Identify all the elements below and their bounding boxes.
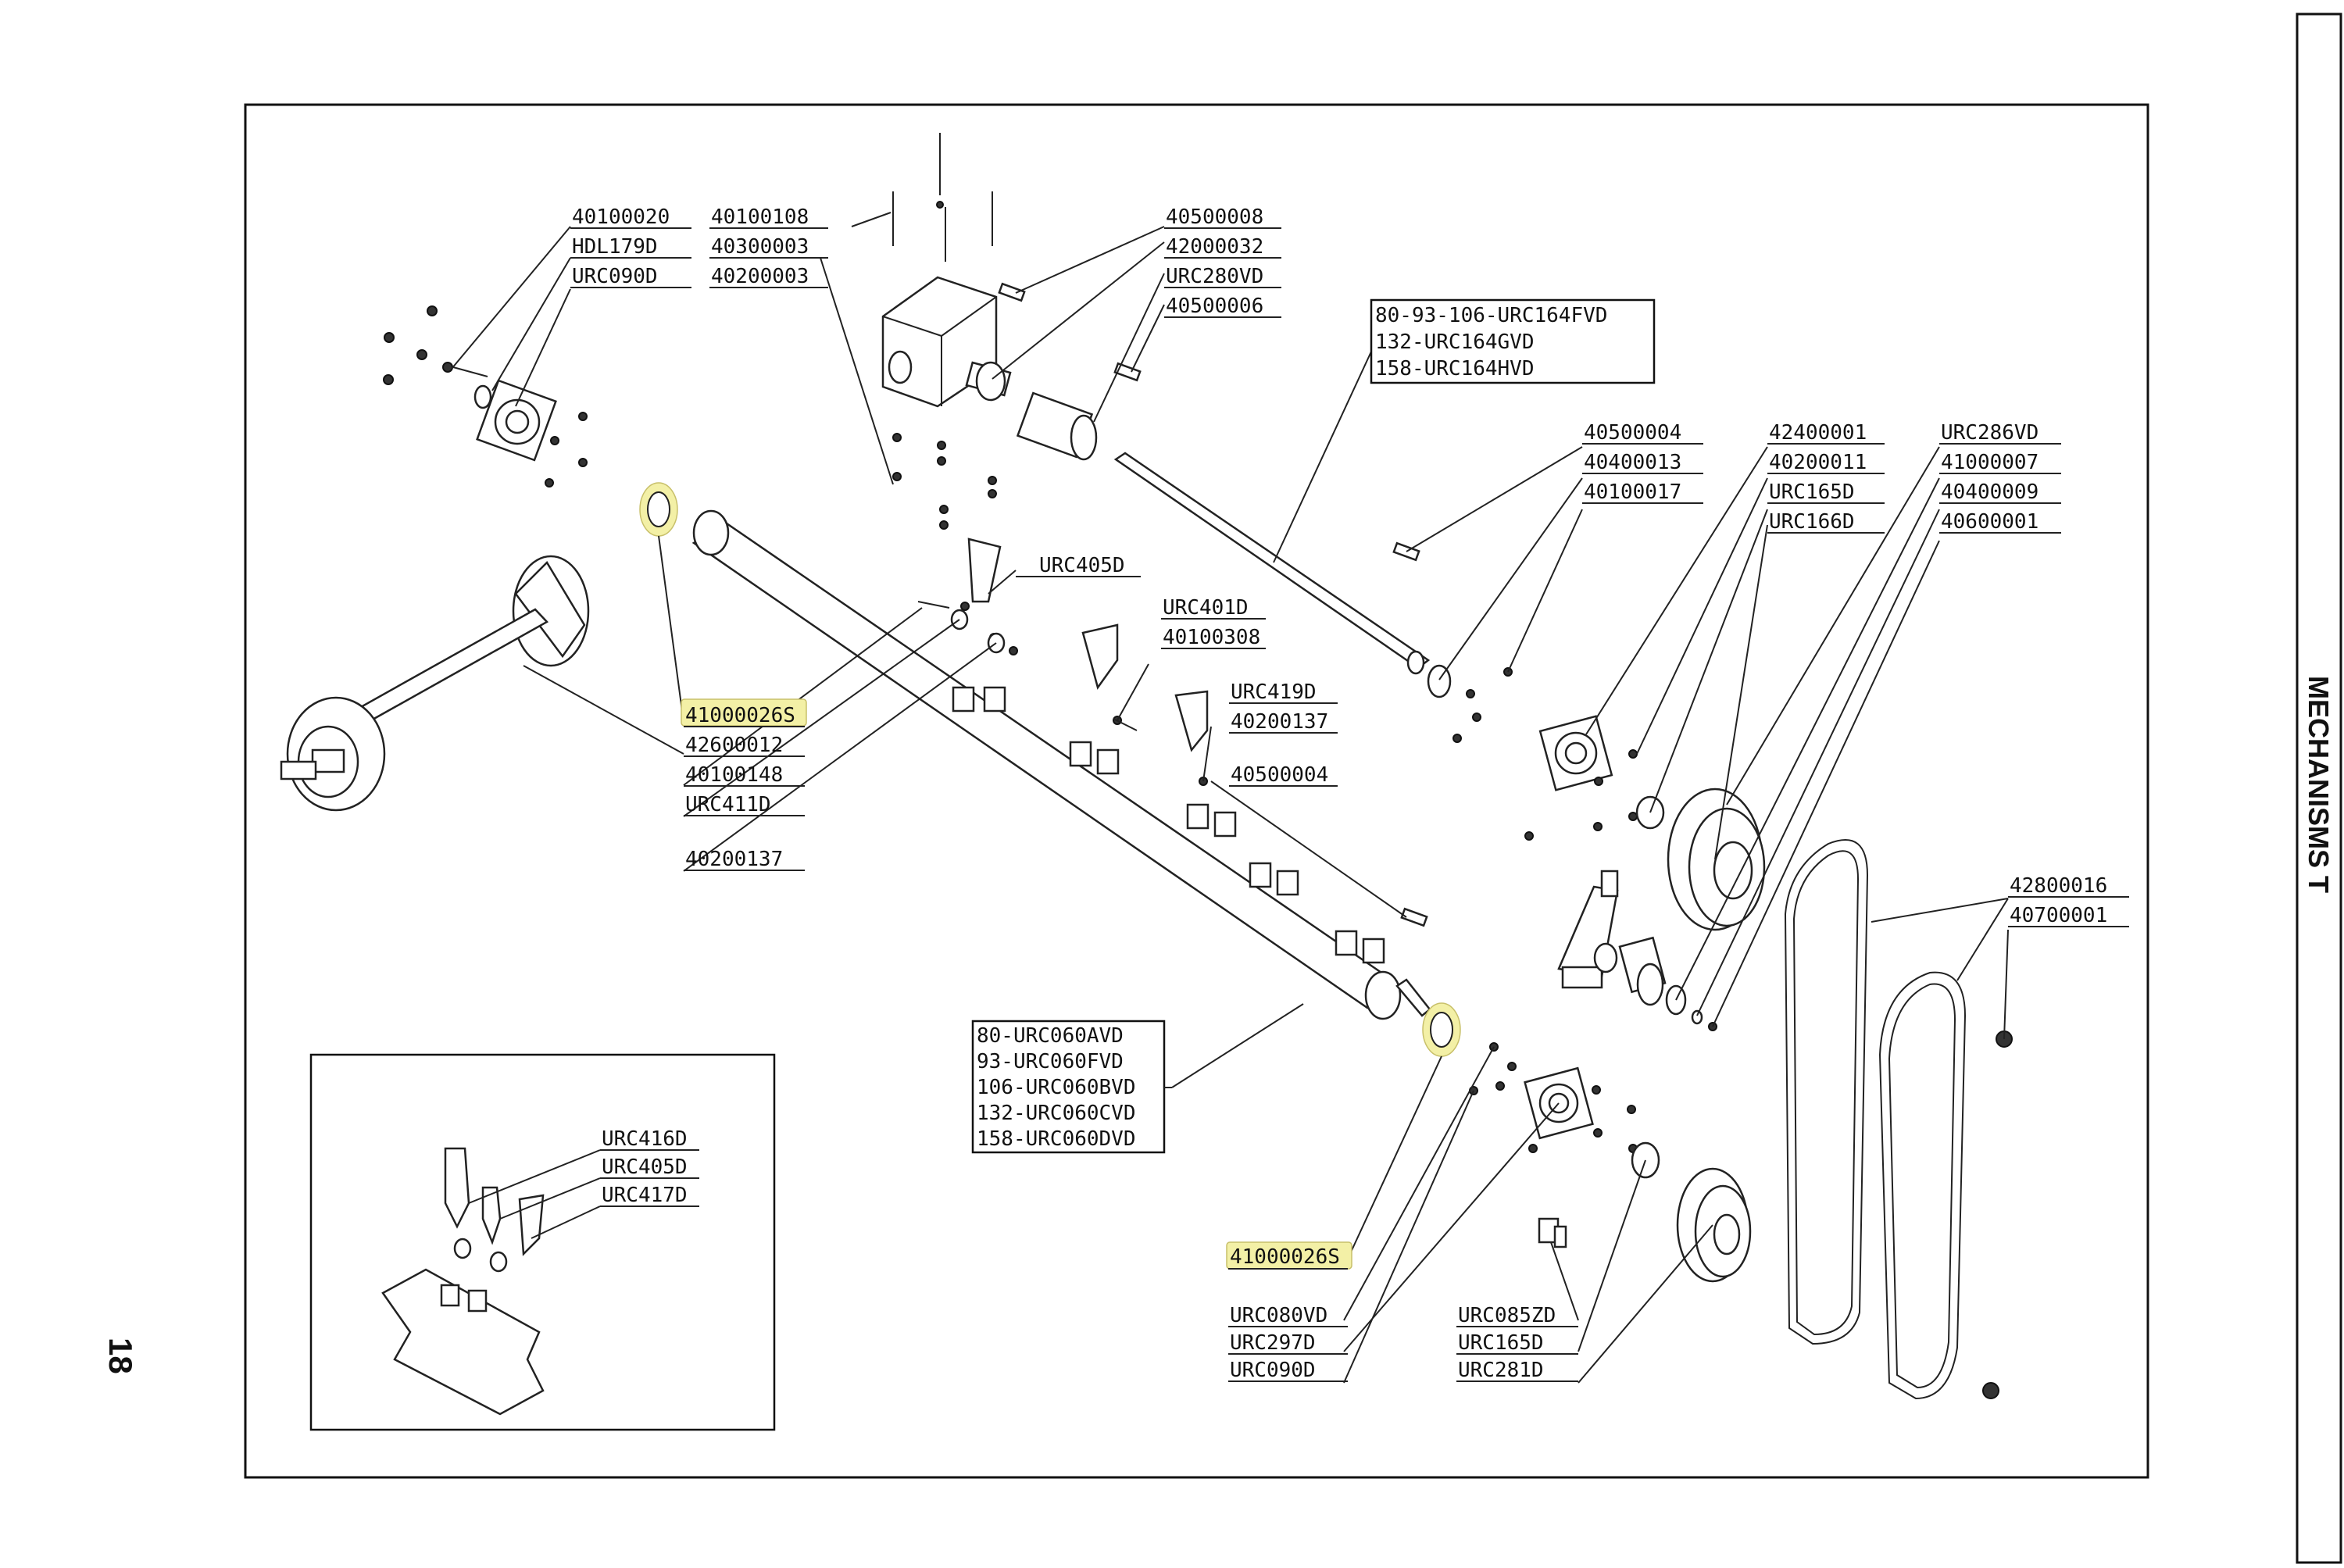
part-number: 132-URC060CVD bbox=[977, 1102, 1136, 1125]
drive-shaft-top bbox=[1113, 452, 1513, 743]
page-number: 18 bbox=[102, 1338, 139, 1374]
leader-lines bbox=[451, 212, 2009, 1384]
part-number: URC165D bbox=[1769, 480, 1855, 504]
part-number: 42800016 bbox=[2010, 874, 2107, 898]
part-number: 40500004 bbox=[1231, 763, 1328, 787]
part-number: URC419D bbox=[1231, 680, 1317, 704]
part-number: URC166D bbox=[1769, 510, 1855, 534]
rotor-drum bbox=[691, 509, 1431, 1020]
part-number: URC085ZD bbox=[1458, 1304, 1556, 1327]
side-tab-title: MECHANISMS T bbox=[2303, 676, 2335, 893]
part-number: 93-URC060FVD bbox=[977, 1050, 1124, 1073]
callout-key: 40500004 bbox=[1229, 763, 1338, 787]
part-number: URC281D bbox=[1458, 1359, 1544, 1382]
callout-bottom-seal: 41000026S bbox=[1228, 1245, 1348, 1270]
callout-rotor-left: 41000026S 42600012 40100148 URC411D bbox=[684, 704, 805, 816]
part-number: 40100020 bbox=[572, 205, 670, 229]
part-number: URC417D bbox=[602, 1184, 688, 1207]
part-number: 80-93-106-URC164FVD bbox=[1375, 304, 1607, 327]
part-number: URC090D bbox=[572, 265, 658, 288]
part-number: 40400009 bbox=[1941, 480, 2038, 504]
part-number: URC297D bbox=[1230, 1331, 1316, 1355]
part-number: 40200137 bbox=[1231, 710, 1328, 734]
callout-knife-c: URC419D 40200137 bbox=[1229, 680, 1338, 734]
part-number: 106-URC060BVD bbox=[977, 1076, 1136, 1099]
pulley-bottom bbox=[1676, 1167, 1752, 1283]
part-number: URC416D bbox=[602, 1127, 688, 1151]
callout-knife-b: URC401D 40100308 bbox=[1161, 596, 1266, 649]
part-number: URC405D bbox=[1039, 554, 1125, 577]
tensioner bbox=[1538, 1217, 1567, 1248]
pto-shaft bbox=[280, 555, 590, 812]
part-number: 132-URC164GVD bbox=[1375, 330, 1535, 354]
part-number: URC165D bbox=[1458, 1331, 1544, 1355]
callout-top-right: 40500008 42000032 URC280VD 40500006 bbox=[1164, 205, 1281, 318]
part-number: 40100308 bbox=[1163, 626, 1260, 649]
seal-ring-top bbox=[639, 482, 678, 537]
part-number: URC080VD bbox=[1230, 1304, 1327, 1327]
gearbox bbox=[881, 133, 1142, 530]
detail-inset: URC416D URC405D URC417D bbox=[309, 1053, 776, 1431]
part-number: URC411D bbox=[685, 793, 771, 816]
callout-top-mid: 40100108 40300003 40200003 bbox=[709, 205, 828, 288]
part-number: 41000007 bbox=[1941, 451, 2038, 474]
part-number: 40500004 bbox=[1584, 421, 1681, 445]
pulley-arm bbox=[1469, 870, 1717, 1095]
flange-bearing-right-top bbox=[1524, 715, 1665, 841]
seal-ring-bottom bbox=[1422, 1002, 1461, 1057]
part-number: URC280VD bbox=[1166, 265, 1263, 288]
callout-knife-a: URC405D bbox=[1016, 554, 1141, 577]
drawing-frame bbox=[244, 103, 2149, 1479]
part-number: 40400013 bbox=[1584, 451, 1681, 474]
part-number: 40300003 bbox=[711, 235, 809, 259]
part-number: 40200003 bbox=[711, 265, 809, 288]
part-number: 158-URC060DVD bbox=[977, 1127, 1136, 1151]
part-number: 80-URC060AVD bbox=[977, 1024, 1124, 1048]
part-number: 40500008 bbox=[1166, 205, 1263, 229]
callout-right-b: 42400001 40200011 URC165D URC166D bbox=[1767, 421, 1885, 534]
part-number: 41000026S bbox=[685, 704, 795, 727]
callout-belt: 42800016 40700001 bbox=[2008, 874, 2129, 927]
side-tab bbox=[2296, 13, 2342, 1564]
part-number: 40500006 bbox=[1166, 295, 1263, 318]
part-number: 42000032 bbox=[1166, 235, 1263, 259]
part-number: 40100017 bbox=[1584, 480, 1681, 504]
part-number: 41000026S bbox=[1230, 1245, 1340, 1269]
callout-rotor-box: 80-URC060AVD 93-URC060FVD 106-URC060BVD … bbox=[971, 1020, 1172, 1154]
part-number: 40100108 bbox=[711, 205, 809, 229]
part-number: 42600012 bbox=[685, 734, 783, 757]
flange-bearing-top-left bbox=[383, 305, 588, 488]
callout-shaft-box: 80-93-106-URC164FVD 132-URC164GVD 158-UR… bbox=[1370, 298, 1656, 384]
flange-bearing-right-bottom bbox=[1524, 1066, 1660, 1179]
callout-bottom-pulley: URC085ZD URC165D URC281D bbox=[1456, 1304, 1578, 1382]
part-number: 158-URC164HVD bbox=[1375, 357, 1535, 380]
part-number: URC405D bbox=[602, 1155, 688, 1179]
part-number: 40600001 bbox=[1941, 510, 2038, 534]
part-number: 42400001 bbox=[1769, 421, 1867, 445]
pulley-top bbox=[1667, 788, 1766, 931]
part-number: URC401D bbox=[1163, 596, 1249, 620]
part-number: URC090D bbox=[1230, 1359, 1316, 1382]
callout-rotor-left-b: 40200137 bbox=[684, 848, 805, 871]
part-number: HDL179D bbox=[572, 235, 658, 259]
callout-bottom-bearing: URC080VD URC297D URC090D bbox=[1228, 1304, 1348, 1382]
callout-right-c: URC286VD 41000007 40400009 40600001 bbox=[1939, 421, 2061, 534]
part-number: 40200137 bbox=[685, 848, 783, 871]
callout-right-a: 40500004 40400013 40100017 bbox=[1582, 421, 1703, 504]
v-belts bbox=[1784, 839, 2013, 1400]
callout-top-left: 40100020 HDL179D URC090D bbox=[570, 205, 691, 288]
part-number: URC286VD bbox=[1941, 421, 2038, 445]
part-number: 40200011 bbox=[1769, 451, 1867, 474]
part-number: 40700001 bbox=[2010, 904, 2107, 927]
part-number: 40100148 bbox=[685, 763, 783, 787]
